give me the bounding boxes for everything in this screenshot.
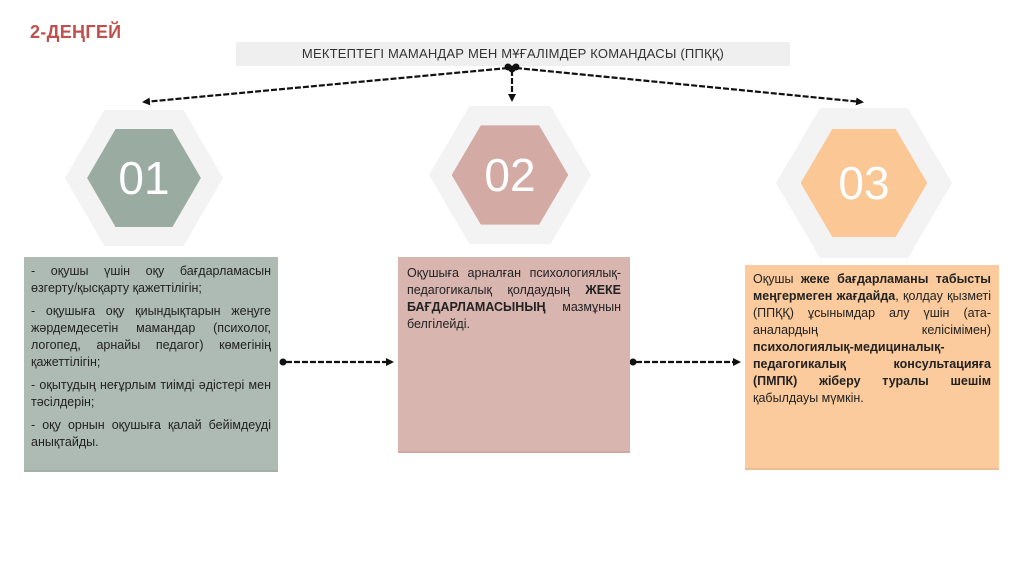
card2-text-bold: ЖЕКЕ БАҒДАРЛАМАСЫНЫҢ	[407, 283, 621, 314]
hexagon-03-number: 03	[800, 129, 928, 237]
arrow-to-hex-1	[142, 66, 509, 106]
card1-item-4: - оқу орнын оқушыға қалай бейімдеуді аны…	[31, 418, 271, 449]
card2-text-3: мазмұнын белгілейді.	[407, 300, 621, 331]
arrow-to-hex-3	[515, 66, 864, 106]
hexagon-01: 01	[65, 110, 223, 246]
hexagon-03: 03	[776, 108, 952, 258]
card-pmpk-referral: Оқушы жеке бағдарламаны табысты меңгерме…	[745, 265, 999, 470]
team-title-box: МЕКТЕПТЕГІ МАМАНДАР МЕН МҰҒАЛІМДЕР КОМАН…	[236, 42, 790, 66]
card1-item-1: - оқушы үшін оқу бағдарламасын өзгерту/қ…	[31, 264, 271, 295]
card3-text-1: Оқушы	[753, 272, 801, 286]
link-dot-2	[629, 358, 637, 366]
card1-item-2: - оқушыға оқу қиындықтарын жеңуге жәрдем…	[31, 304, 271, 369]
card3-text-bold-2: психологиялық-медициналық-педагогикалық …	[753, 340, 991, 388]
card3-text-5: қабылдауы мүмкін.	[753, 391, 864, 405]
link-dot-1	[279, 358, 287, 366]
card-individual-program: Оқушыға арналған психологиялық- педагоги…	[398, 257, 630, 453]
hub-dot	[508, 65, 516, 73]
card2-text-1: Оқушыға арналған психологиялық- педагоги…	[407, 266, 621, 297]
card-program-needs: - оқушы үшін оқу бағдарламасын өзгерту/қ…	[24, 257, 278, 472]
card1-item-3: - оқытудың неғұрлым тиімді әдістері мен …	[31, 378, 271, 409]
card3-text-bold-1: жеке бағдарламаны табысты меңгермеген жа…	[753, 272, 991, 303]
level-title: 2-ДЕҢГЕЙ	[30, 22, 122, 42]
hexagon-02: 02	[429, 106, 591, 244]
card3-text-3: , қолдау қызметі (ППҚҚ) ұсынымдар алу үш…	[753, 289, 991, 337]
